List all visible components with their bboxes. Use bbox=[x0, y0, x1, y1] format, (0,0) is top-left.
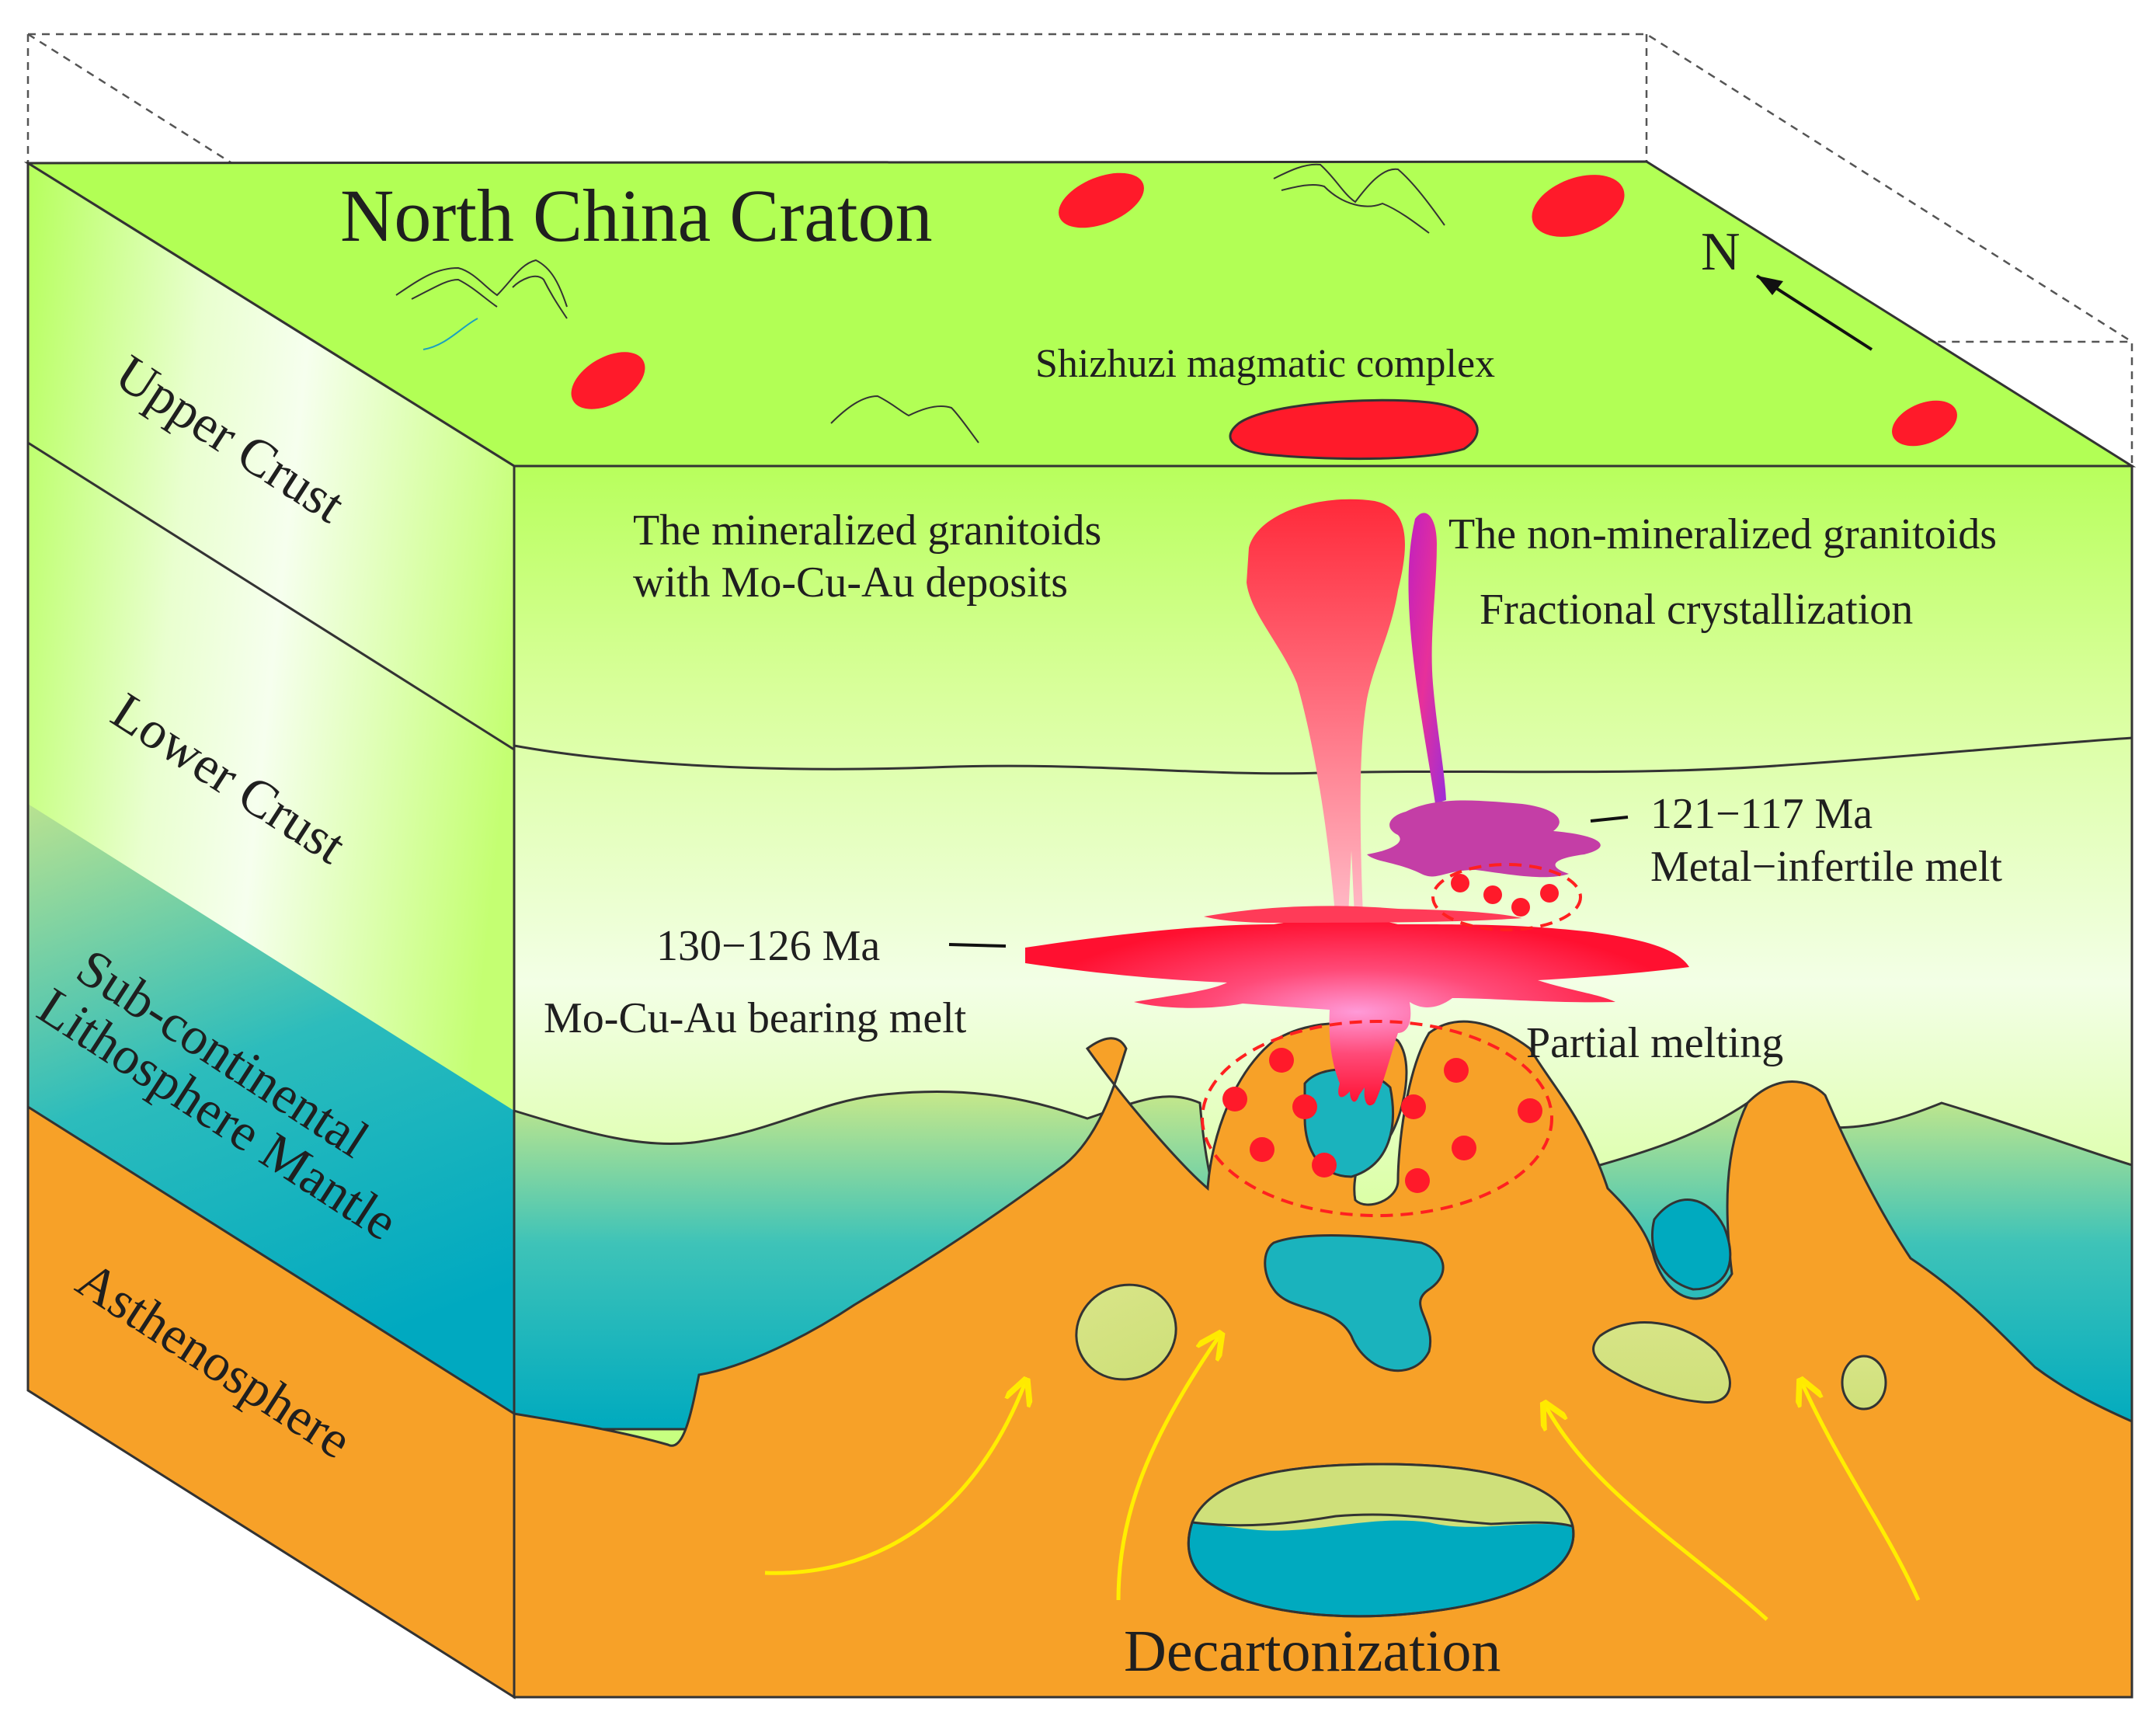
upwelling-arrows bbox=[764, 1336, 1921, 1621]
side-sclm-layer bbox=[28, 804, 514, 1414]
pod-right-b bbox=[1841, 1355, 1887, 1411]
surface-intrusions bbox=[571, 172, 1957, 447]
mountain-sketches bbox=[395, 163, 1445, 444]
side-asthenosphere-layer bbox=[28, 1107, 514, 1697]
mineralized-label-line1: The mineralized granitoids bbox=[633, 506, 1102, 555]
side-boundary-sclm bbox=[27, 1105, 515, 1415]
mo-cu-au-melt bbox=[1025, 918, 1689, 1106]
river-sketch bbox=[423, 318, 478, 350]
north-arrow-head bbox=[1757, 276, 1783, 295]
surface-label: Shizhuzi magmatic complex bbox=[1035, 342, 1496, 386]
infertile-source-zone bbox=[1431, 863, 1582, 931]
early-melt-label: Mo-Cu-Au bearing melt bbox=[544, 994, 967, 1042]
front-face-outline bbox=[513, 464, 2133, 1699]
partial-melting-label: Partial melting bbox=[1526, 1019, 1784, 1067]
leader-130 bbox=[948, 943, 1007, 948]
fractional-label: Fractional crystallization bbox=[1480, 586, 1914, 634]
melt-upper-wisp bbox=[1204, 906, 1522, 923]
non-mineralized-dyke bbox=[1408, 513, 1446, 804]
shizhuzi-complex bbox=[1229, 398, 1479, 461]
mineralized-label-line2: with Mo-Cu-Au deposits bbox=[633, 558, 1068, 607]
mineralized-plume bbox=[1247, 499, 1405, 932]
age-early-label: 130−126 Ma bbox=[656, 922, 881, 970]
side-boundary-upper bbox=[27, 441, 515, 751]
title: North China Craton bbox=[340, 174, 933, 257]
pod-bottom bbox=[1187, 1463, 1575, 1618]
north-label: N bbox=[1701, 222, 1740, 282]
decartonization-label: Decartonization bbox=[1124, 1619, 1501, 1684]
late-melt-label: Metal−infertile melt bbox=[1650, 843, 2002, 891]
metal-infertile-melt bbox=[1367, 800, 1601, 878]
sclm-pocket-center bbox=[1264, 1234, 1445, 1372]
pod-right-a bbox=[1592, 1321, 1731, 1404]
sclm-lobe-right bbox=[1650, 1198, 1732, 1291]
partial-melting-zone bbox=[1201, 1020, 1553, 1217]
non-mineralized-label: The non-mineralized granitoids bbox=[1448, 510, 1997, 558]
pod-left bbox=[1075, 1283, 1177, 1381]
melt-droplets bbox=[1222, 874, 1559, 1193]
leader-121 bbox=[1590, 816, 1629, 823]
age-late-label: 121−117 Ma bbox=[1650, 790, 1873, 838]
